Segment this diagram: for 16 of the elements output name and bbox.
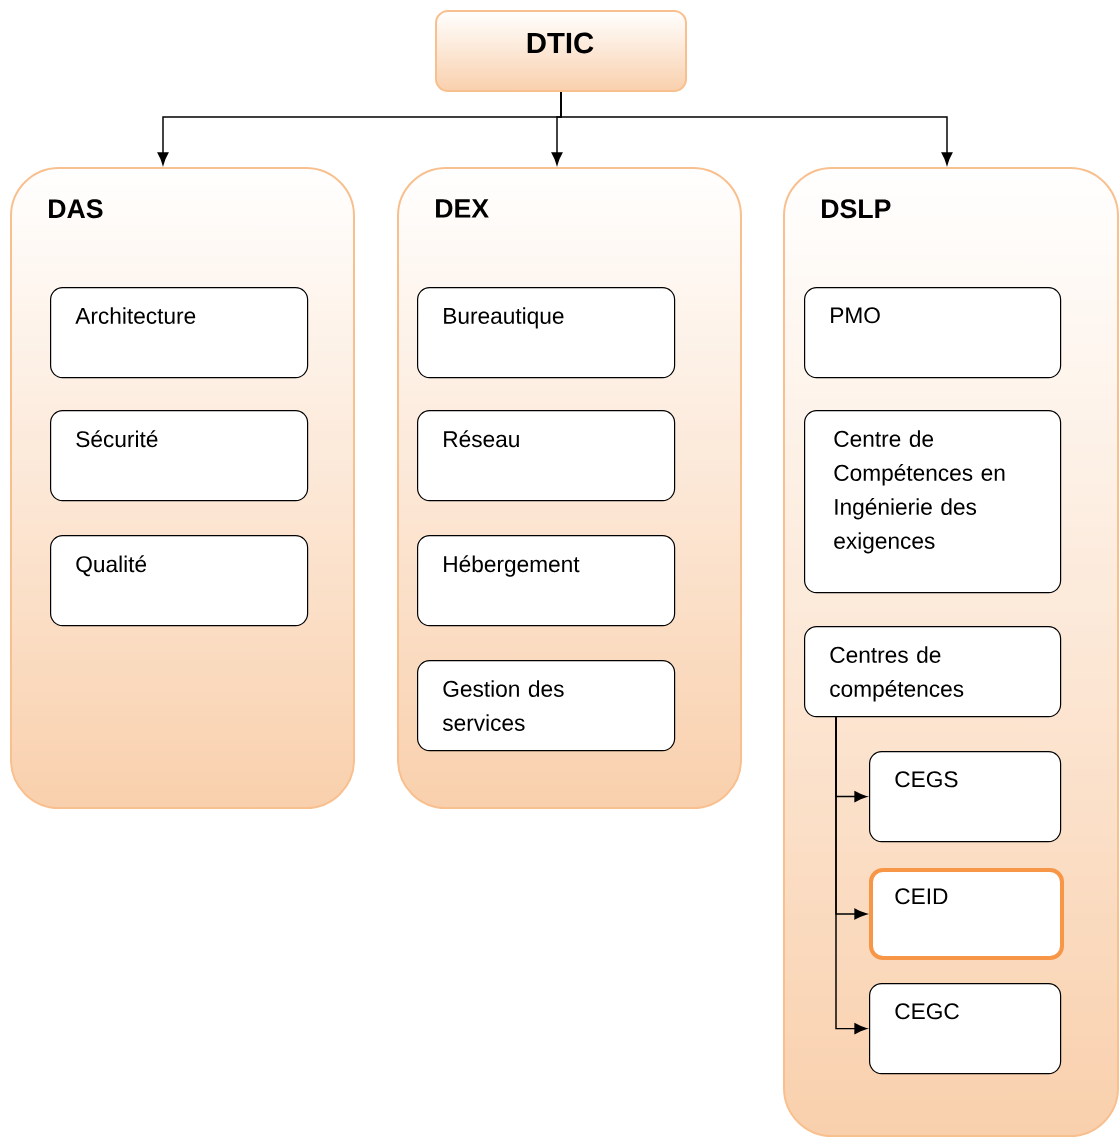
unit-box: CEID (869, 868, 1064, 960)
unit-box: Centre de Compétences en Ingénierie des exigences (804, 410, 1062, 594)
unit-box: Hébergement (417, 535, 676, 627)
unit-box: CEGC (869, 983, 1062, 1075)
title-box: DTIC (435, 10, 687, 92)
connector-arrow (560, 91, 953, 165)
unit-box: Sécurité (50, 410, 309, 502)
unit-box: PMO (804, 287, 1062, 379)
unit-box: Qualité (50, 535, 309, 627)
unit-box: Réseau (417, 410, 676, 502)
unit-box: Architecture (50, 287, 309, 379)
unit-box: Bureautique (417, 287, 676, 379)
unit-box: CEGS (869, 751, 1062, 843)
unit-box: Gestion des services (417, 660, 676, 752)
unit-box: Centres de compétences (804, 626, 1062, 718)
connector-arrow (835, 716, 867, 1034)
